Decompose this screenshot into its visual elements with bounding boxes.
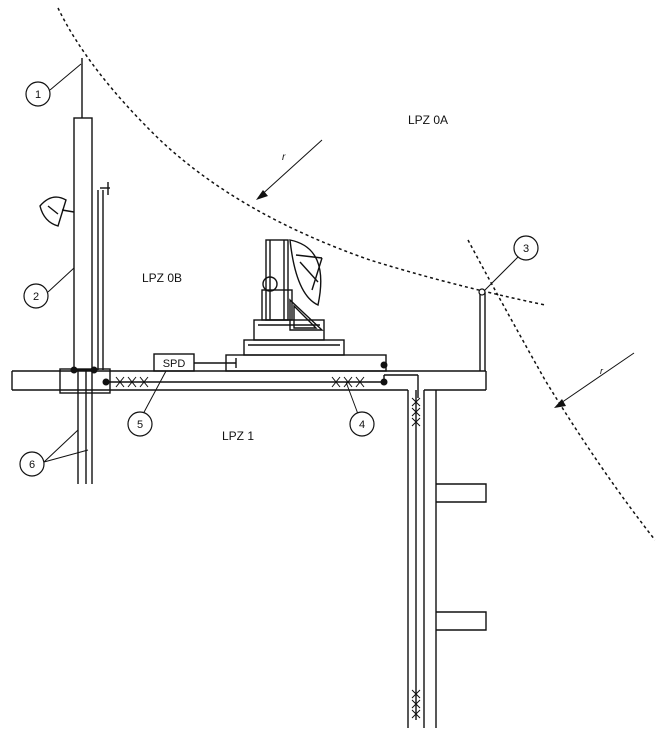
spd-label: SPD bbox=[163, 358, 186, 370]
svg-text:5: 5 bbox=[137, 419, 143, 431]
bond-dot bbox=[380, 378, 388, 386]
radius-label-1: r bbox=[282, 152, 286, 163]
shield-marks-wall-bottom bbox=[411, 689, 421, 719]
shield-marks-left bbox=[115, 376, 149, 388]
radius-arrow-1 bbox=[256, 139, 323, 200]
roof-air-terminal bbox=[478, 288, 486, 371]
small-dish-antenna bbox=[39, 196, 75, 227]
zone-label-lpz0b: LPZ 0B bbox=[142, 271, 182, 285]
callout-1: 1 bbox=[25, 81, 51, 107]
zone-label-lpz1: LPZ 1 bbox=[222, 429, 254, 443]
building-wall bbox=[407, 390, 487, 728]
callout-2: 2 bbox=[23, 283, 49, 309]
large-dish-antenna bbox=[225, 239, 387, 372]
bond-dot bbox=[102, 378, 110, 386]
svg-text:3: 3 bbox=[523, 243, 529, 255]
rolling-sphere-arc-large bbox=[57, 7, 546, 306]
svg-text:6: 6 bbox=[29, 459, 35, 471]
svg-text:2: 2 bbox=[33, 291, 39, 303]
callout-6: 6 bbox=[19, 451, 45, 477]
shield-marks-wall-top bbox=[411, 397, 421, 427]
bond-dot bbox=[90, 366, 98, 374]
radius-arrow-2 bbox=[554, 352, 635, 408]
roof-slab bbox=[11, 370, 487, 391]
radius-label-2: r bbox=[600, 366, 604, 376]
mast bbox=[73, 58, 110, 484]
svg-text:4: 4 bbox=[359, 419, 365, 431]
zone-label-lpz0a: LPZ 0A bbox=[408, 113, 448, 127]
cable-run bbox=[106, 374, 419, 720]
bond-dot bbox=[70, 366, 78, 374]
callout-5: 5 bbox=[127, 411, 153, 437]
shield-marks-right bbox=[331, 376, 365, 388]
mast-bonding-plate bbox=[59, 368, 111, 394]
callout-4: 4 bbox=[349, 411, 375, 437]
callout-3: 3 bbox=[513, 235, 539, 261]
rolling-sphere-arc-right bbox=[467, 239, 656, 541]
bond-dot bbox=[380, 361, 388, 369]
svg-text:1: 1 bbox=[35, 89, 41, 101]
